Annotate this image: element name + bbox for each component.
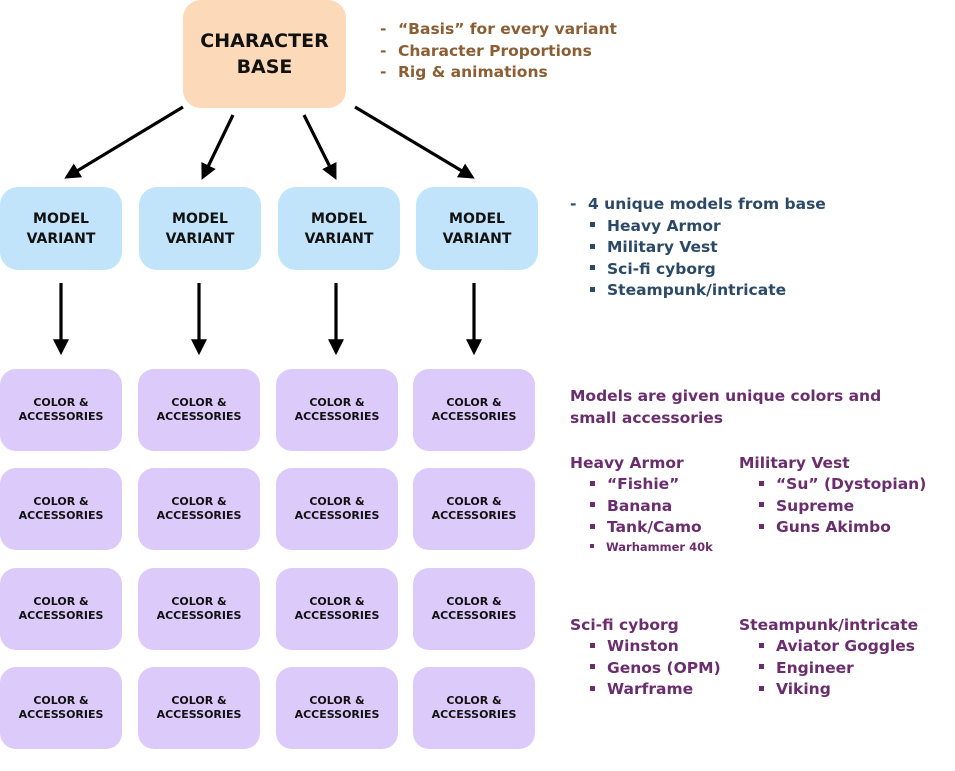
base-note: -Character Proportions	[380, 41, 592, 60]
color-accessories-node: COLOR &ACCESSORIES	[0, 667, 122, 749]
color-accessories-node: COLOR &ACCESSORIES	[276, 369, 398, 451]
variant-group-heavy-armor: Heavy Armor “Fishie” Banana Tank/Camo Wa…	[570, 452, 713, 555]
variant-group-title: Steampunk/intricate	[739, 616, 919, 634]
variant-group-title: Military Vest	[739, 454, 850, 472]
variant-item: Aviator Goggles	[739, 636, 918, 658]
model-notes-heading: -4 unique models from base	[570, 195, 826, 213]
color-notes-intro: Models are given unique colors and small…	[570, 387, 882, 427]
model-notes-item: Sci-fi cyborg	[570, 259, 826, 281]
color-accessories-node: COLOR &ACCESSORIES	[276, 468, 398, 550]
variant-item: Viking	[739, 679, 918, 701]
arrow-base-to-model-2	[201, 114, 235, 180]
color-accessories-node: COLOR &ACCESSORIES	[138, 568, 260, 650]
arrow-base-to-model-3	[302, 114, 337, 180]
variant-item: Engineer	[739, 658, 918, 680]
color-accessories-node: COLOR &ACCESSORIES	[413, 568, 535, 650]
color-accessories-node: COLOR &ACCESSORIES	[0, 369, 122, 451]
variant-group-title: Heavy Armor	[570, 454, 684, 472]
color-accessories-node: COLOR &ACCESSORIES	[413, 369, 535, 451]
variant-item: Genos (OPM)	[570, 658, 721, 680]
color-accessories-node: COLOR &ACCESSORIES	[413, 667, 535, 749]
character-base-line2: BASE	[236, 56, 293, 78]
variant-item: Winston	[570, 636, 721, 658]
base-note: -“Basis” for every variant	[380, 20, 617, 38]
variant-item: Banana	[570, 496, 713, 518]
variant-group-military-vest: Military Vest “Su” (Dystopian) Supreme G…	[739, 452, 926, 539]
color-accessories-node: COLOR &ACCESSORIES	[276, 568, 398, 650]
color-accessories-node: COLOR &ACCESSORIES	[0, 468, 122, 550]
color-accessories-node: COLOR &ACCESSORIES	[413, 468, 535, 550]
variant-group-steampunk: Steampunk/intricate Aviator Goggles Engi…	[739, 614, 918, 701]
color-accessories-node: COLOR &ACCESSORIES	[276, 667, 398, 749]
variant-group-scifi-cyborg: Sci-fi cyborg Winston Genos (OPM) Warfra…	[570, 614, 721, 701]
character-base-node: CHARACTER BASE	[183, 0, 346, 108]
color-accessories-node: COLOR &ACCESSORIES	[0, 568, 122, 650]
variant-group-title: Sci-fi cyborg	[570, 616, 679, 634]
variant-item: Tank/Camo	[570, 517, 713, 539]
color-accessories-node: COLOR &ACCESSORIES	[138, 468, 260, 550]
model-notes-item: Steampunk/intricate	[570, 280, 826, 302]
character-base-line1: CHARACTER	[200, 30, 329, 52]
variant-item: Supreme	[739, 496, 926, 518]
model-notes: -4 unique models from base Heavy Armor M…	[570, 194, 826, 302]
arrow-base-to-model-1	[64, 105, 184, 179]
model-notes-item: Heavy Armor	[570, 216, 826, 238]
color-accessories-node: COLOR &ACCESSORIES	[138, 369, 260, 451]
variant-item: “Su” (Dystopian)	[739, 474, 926, 496]
base-note: -Rig & animations	[380, 63, 548, 81]
variant-item-small: Warhammer 40k	[570, 539, 713, 555]
base-notes: -“Basis” for every variant -Character Pr…	[380, 19, 617, 84]
color-accessories-node: COLOR &ACCESSORIES	[138, 667, 260, 749]
arrow-base-to-model-4	[354, 105, 475, 179]
model-notes-item: Military Vest	[570, 237, 826, 259]
variant-item: Warframe	[570, 679, 721, 701]
variant-item: “Fishie”	[570, 474, 713, 496]
variant-item: Guns Akimbo	[739, 517, 926, 539]
